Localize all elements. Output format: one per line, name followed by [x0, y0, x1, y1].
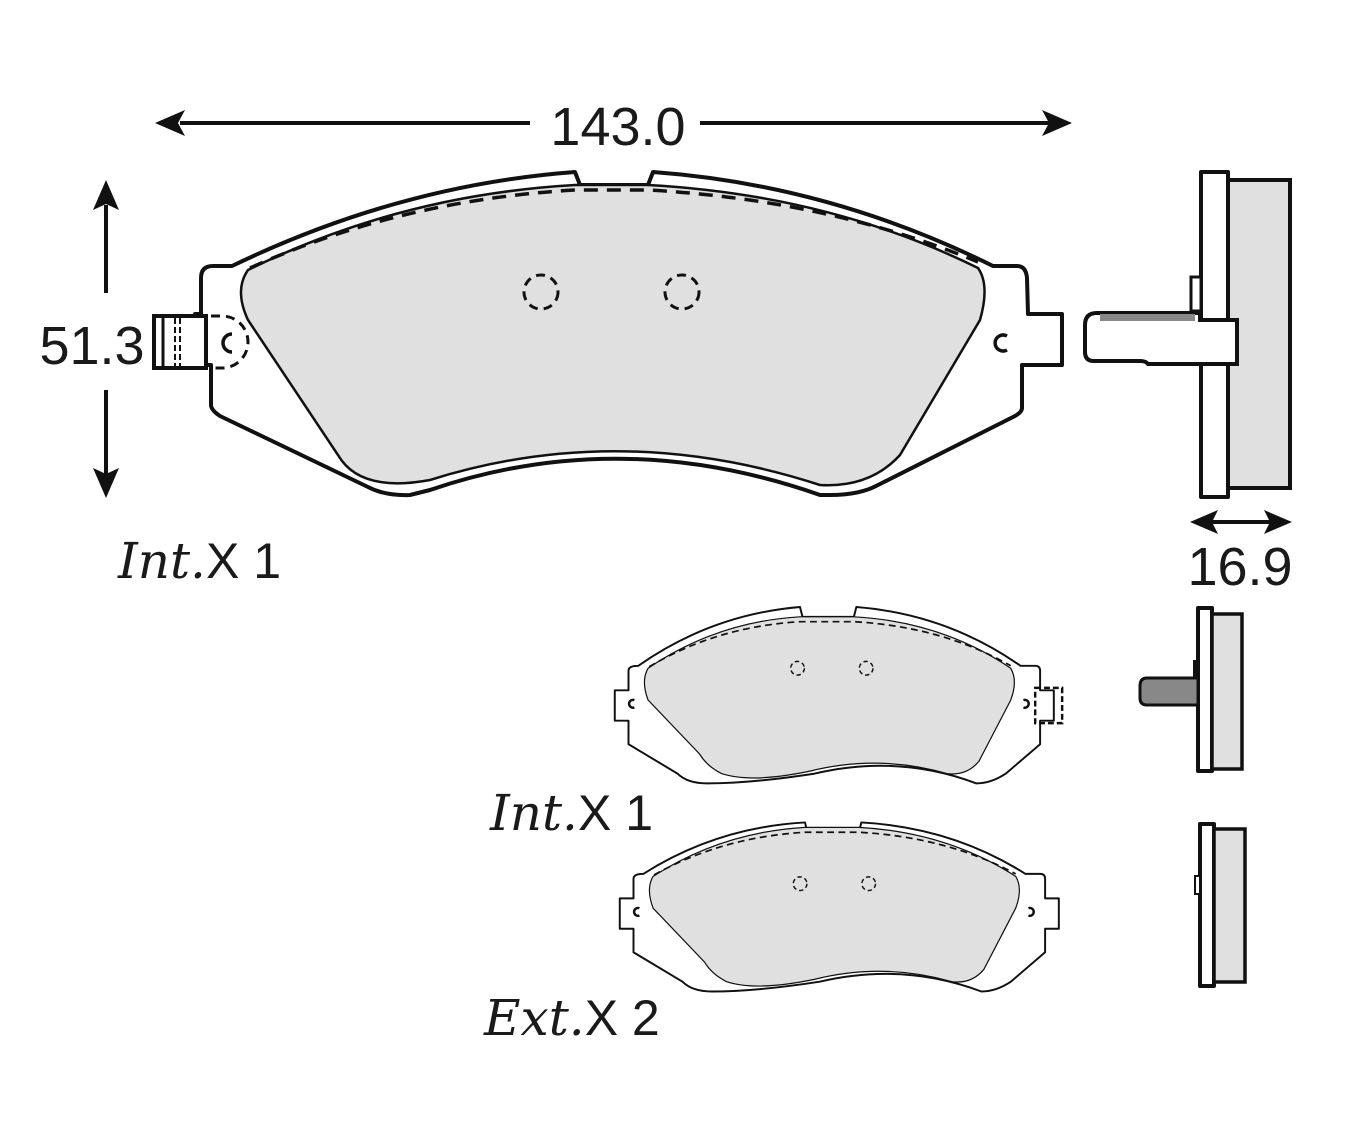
- pad-qty-label: X 2: [585, 990, 660, 1046]
- inner-pad-side-view: [1138, 606, 1244, 773]
- thickness-value: 16.9: [1187, 537, 1292, 597]
- width-value: 143.0: [550, 97, 685, 157]
- arrow-down-icon: [93, 468, 119, 498]
- friction-lining: [239, 183, 986, 487]
- svg-text:Int.X 1: Int.X 1: [117, 532, 281, 590]
- arrow-left-icon: [155, 110, 185, 136]
- inner-pad-front-view: [613, 606, 1064, 785]
- outer-pad-front-view: [618, 821, 1060, 993]
- pad-type-label: Int.: [117, 532, 206, 590]
- width-dimension: 143.0: [155, 97, 1072, 157]
- label-inner-pad: Int.X 1: [489, 784, 653, 842]
- height-value: 51.3: [39, 316, 144, 376]
- clip-outline: [211, 314, 250, 370]
- hole-right: [663, 273, 701, 311]
- ear-hole-left: [221, 332, 233, 354]
- height-dimension: 51.3: [39, 180, 145, 498]
- wear-line: [249, 188, 979, 270]
- svg-text:Int.X 1: Int.X 1: [489, 784, 653, 842]
- friction-lining: [643, 616, 1015, 779]
- outer-pad-side-view: [1194, 822, 1247, 988]
- thickness-dimension: 16.9: [1187, 510, 1293, 597]
- main-pad-side-view: [1083, 170, 1292, 499]
- arrow-right-icon: [1042, 110, 1072, 136]
- main-pad-front-view: [152, 170, 1064, 498]
- ear-hole-right: [993, 333, 1008, 353]
- pad-qty-label: X 1: [578, 785, 653, 841]
- friction-lining: [648, 826, 1020, 987]
- arrow-up-icon: [93, 180, 119, 210]
- label-outer-pad: Ext.X 2: [483, 989, 660, 1047]
- pad-type-label: Int.: [489, 784, 578, 842]
- hole-left: [522, 273, 560, 311]
- pad-qty-label: X 1: [206, 533, 281, 589]
- svg-text:Ext.X 2: Ext.X 2: [483, 989, 660, 1047]
- arrow-left-icon: [1190, 510, 1218, 534]
- side-sensor-clip: [1083, 311, 1239, 366]
- pad-type-label: Ext.: [483, 989, 585, 1047]
- label-main-pad: Int.X 1: [117, 532, 281, 590]
- arrow-right-icon: [1264, 510, 1292, 534]
